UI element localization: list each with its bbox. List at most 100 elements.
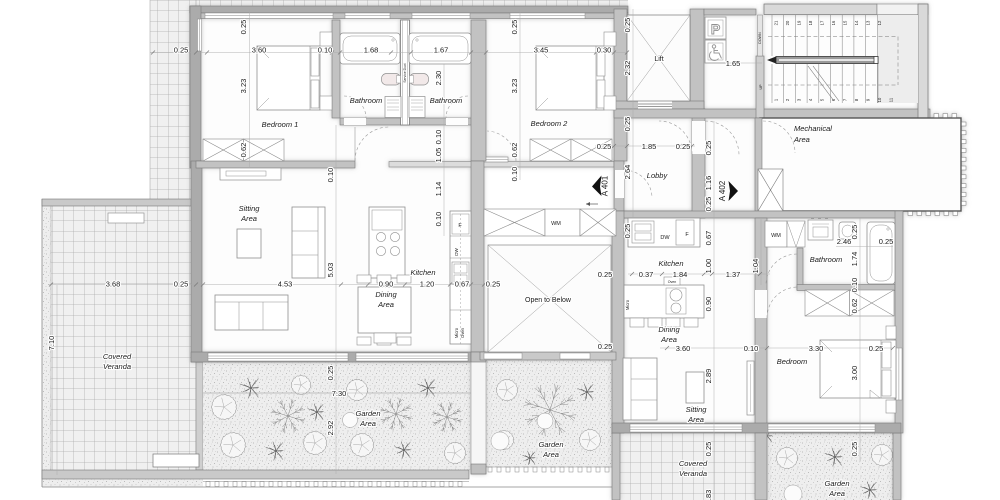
- svg-text:Covered: Covered: [679, 459, 708, 468]
- svg-text:3.00: 3.00: [850, 366, 859, 381]
- svg-text:Area: Area: [793, 135, 810, 144]
- svg-text:0.67: 0.67: [704, 231, 713, 246]
- svg-text:2.46: 2.46: [837, 237, 852, 246]
- svg-text:WM: WM: [771, 233, 781, 239]
- svg-text:Service Duct: Service Duct: [403, 63, 407, 82]
- svg-text:Micro: Micro: [454, 327, 459, 338]
- svg-text:0.62: 0.62: [850, 299, 859, 314]
- svg-text:20: 20: [785, 20, 790, 25]
- svg-text:0.25: 0.25: [676, 142, 691, 151]
- svg-text:0.90: 0.90: [379, 280, 394, 289]
- svg-text:Lift: Lift: [654, 56, 663, 63]
- svg-text:Oven: Oven: [668, 280, 677, 284]
- svg-text:Bathroom: Bathroom: [430, 96, 463, 105]
- svg-text:Garden: Garden: [355, 409, 380, 418]
- svg-text:Area: Area: [240, 214, 257, 223]
- svg-text:0.25: 0.25: [598, 270, 613, 279]
- svg-text:6: 6: [831, 98, 836, 101]
- svg-text:DW: DW: [454, 248, 459, 256]
- svg-text:1.37: 1.37: [726, 270, 741, 279]
- svg-text:9: 9: [866, 98, 871, 101]
- svg-text:Open to Below: Open to Below: [525, 297, 572, 304]
- svg-text:Mechanical: Mechanical: [794, 124, 832, 133]
- svg-text:0.67: 0.67: [455, 280, 470, 289]
- svg-text:0.25: 0.25: [704, 141, 713, 156]
- svg-text:7.10: 7.10: [47, 336, 56, 351]
- svg-text:7.30: 7.30: [332, 389, 347, 398]
- svg-text:0.37: 0.37: [639, 270, 654, 279]
- svg-text:0.25: 0.25: [623, 224, 632, 239]
- svg-text:3: 3: [797, 98, 802, 101]
- svg-text:Bedroom 2: Bedroom 2: [531, 119, 569, 128]
- svg-text:Bedroom: Bedroom: [777, 357, 807, 366]
- svg-text:0.10: 0.10: [318, 45, 333, 54]
- svg-text:3.60: 3.60: [676, 344, 691, 353]
- svg-text:F: F: [685, 232, 689, 238]
- svg-text:1: 1: [774, 98, 779, 101]
- svg-text:0.30: 0.30: [597, 45, 612, 54]
- svg-text:3.30: 3.30: [809, 344, 824, 353]
- svg-text:0.25: 0.25: [598, 342, 613, 351]
- svg-text:UP: UP: [759, 84, 763, 90]
- svg-text:0.25: 0.25: [623, 117, 632, 132]
- svg-text:3.23: 3.23: [510, 79, 519, 94]
- svg-text:Bathroom: Bathroom: [810, 255, 843, 264]
- svg-text:WM: WM: [551, 221, 561, 227]
- svg-text:Sitting: Sitting: [239, 204, 261, 213]
- svg-text:3.23: 3.23: [239, 79, 248, 94]
- svg-text:17: 17: [820, 20, 825, 25]
- svg-text:2.32: 2.32: [623, 61, 632, 76]
- svg-text:1.68: 1.68: [364, 45, 379, 54]
- svg-text:Sitting: Sitting: [686, 405, 708, 414]
- svg-text:0.62: 0.62: [239, 143, 248, 158]
- svg-text:3.68: 3.68: [106, 280, 121, 289]
- svg-text:4.53: 4.53: [278, 280, 293, 289]
- svg-text:5.03: 5.03: [326, 263, 335, 278]
- svg-text:5: 5: [820, 98, 825, 101]
- svg-text:Area: Area: [359, 419, 376, 428]
- svg-text:0.10: 0.10: [850, 278, 859, 293]
- svg-text:A 401: A 401: [601, 175, 610, 196]
- svg-text:Kitchen: Kitchen: [658, 259, 683, 268]
- svg-text:0.90: 0.90: [704, 297, 713, 312]
- svg-text:0.62: 0.62: [510, 143, 519, 158]
- svg-text:1.04: 1.04: [751, 259, 760, 274]
- svg-text:0.25: 0.25: [486, 280, 501, 289]
- svg-text:1.67: 1.67: [434, 45, 449, 54]
- svg-text:4: 4: [808, 98, 813, 101]
- svg-text:1.74: 1.74: [850, 252, 859, 267]
- svg-text:13: 13: [866, 20, 871, 25]
- svg-text:8: 8: [854, 98, 859, 101]
- svg-text:1.84: 1.84: [673, 270, 688, 279]
- svg-text:2.92: 2.92: [326, 421, 335, 436]
- svg-text:1.05: 1.05: [434, 148, 443, 163]
- svg-text:Oven: Oven: [460, 327, 465, 338]
- svg-text:Lobby: Lobby: [647, 171, 669, 180]
- svg-text:Kitchen: Kitchen: [410, 268, 435, 277]
- svg-text:14: 14: [854, 20, 859, 25]
- svg-text:0.10: 0.10: [510, 167, 519, 182]
- svg-text:0.25: 0.25: [704, 197, 713, 212]
- svg-text:1.20: 1.20: [420, 280, 435, 289]
- svg-text:Area: Area: [660, 335, 677, 344]
- svg-text:Veranda: Veranda: [679, 469, 707, 478]
- svg-text:18: 18: [808, 20, 813, 25]
- svg-text:0.25: 0.25: [850, 225, 859, 240]
- svg-text:DW: DW: [660, 235, 670, 241]
- svg-text:10: 10: [877, 97, 882, 102]
- svg-text:Dining: Dining: [658, 325, 680, 334]
- svg-text:3.45: 3.45: [534, 45, 549, 54]
- svg-text:11: 11: [889, 97, 894, 102]
- svg-text:DOWN: DOWN: [758, 32, 762, 44]
- svg-text:Covered: Covered: [103, 352, 132, 361]
- svg-text:0.25: 0.25: [174, 280, 189, 289]
- svg-text:Area: Area: [542, 450, 559, 459]
- svg-text:1.65: 1.65: [726, 59, 741, 68]
- svg-text:0.25: 0.25: [326, 366, 335, 381]
- svg-text:A 402: A 402: [718, 180, 727, 201]
- svg-text:Area: Area: [828, 489, 845, 498]
- svg-text:0.25: 0.25: [704, 442, 713, 457]
- svg-text:0.25: 0.25: [174, 45, 189, 54]
- svg-text:Garden: Garden: [538, 440, 563, 449]
- svg-text:0.25: 0.25: [239, 20, 248, 35]
